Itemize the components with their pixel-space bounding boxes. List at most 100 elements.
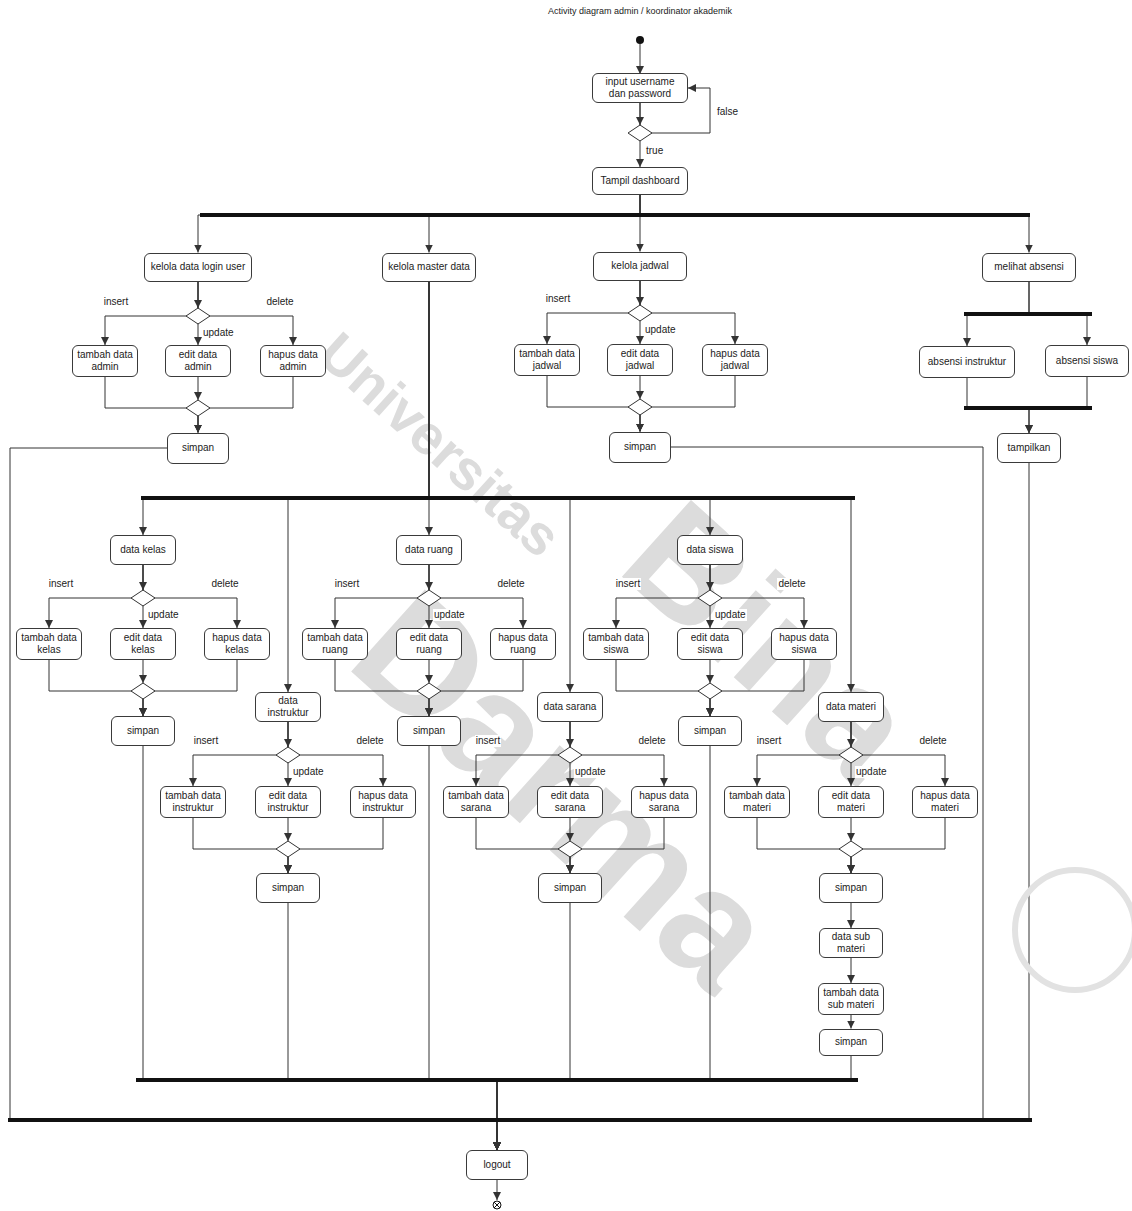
action-label: tambah data ruang xyxy=(306,632,364,656)
fork-bar xyxy=(200,213,1030,217)
merge-diamond xyxy=(628,399,652,415)
flow-connector xyxy=(497,903,570,1150)
action-box: hapus data admin xyxy=(260,345,326,377)
action-box: edit data materi xyxy=(818,786,884,818)
action-box: simpan xyxy=(609,432,671,463)
flow-connector xyxy=(1029,377,1087,433)
decision-diamond xyxy=(131,590,155,606)
action-box: hapus data materi xyxy=(912,786,978,818)
flow-connector xyxy=(851,903,852,928)
action-box: absensi siswa xyxy=(1045,345,1129,377)
action-box: data materi xyxy=(818,692,884,722)
start-dot xyxy=(636,36,644,44)
action-label: edit data ruang xyxy=(400,632,458,656)
action-box: simpan xyxy=(819,1029,883,1056)
action-box: simpan xyxy=(819,873,883,903)
action-label: hapus data materi xyxy=(916,790,974,814)
action-box: hapus data siswa xyxy=(771,628,837,660)
action-box: edit data instruktur xyxy=(255,786,321,818)
guard-label: delete xyxy=(265,296,294,308)
merge-diamond xyxy=(558,841,582,857)
action-box: data instruktur xyxy=(255,692,321,722)
action-label: data kelas xyxy=(120,544,166,556)
action-box: tambah data materi xyxy=(724,786,790,818)
join-bar xyxy=(136,1078,858,1082)
fork-bar xyxy=(141,496,855,500)
action-label: absensi siswa xyxy=(1056,355,1118,367)
action-box: edit data admin xyxy=(165,345,231,377)
action-label: kelola data login user xyxy=(151,261,246,273)
start-line xyxy=(640,44,641,74)
join-bar xyxy=(8,1118,1032,1122)
arrowhead xyxy=(847,739,855,747)
action-label: absensi instruktur xyxy=(928,356,1006,368)
arrowhead xyxy=(284,833,292,841)
action-label: simpan xyxy=(127,725,159,737)
guard-label: delete xyxy=(355,735,384,747)
action-box: kelola jadwal xyxy=(593,252,687,281)
action-label: data materi xyxy=(826,701,876,713)
action-box: tampilkan xyxy=(997,433,1061,463)
arrowhead xyxy=(139,582,147,590)
fork-bar xyxy=(964,312,1092,316)
action-box: hapus data instruktur xyxy=(350,786,416,818)
action-box: simpan xyxy=(111,716,175,746)
guard-label: update xyxy=(433,609,466,621)
merge-diamond xyxy=(276,841,300,857)
merge-diamond xyxy=(417,683,441,699)
action-label: edit data sarana xyxy=(541,790,599,814)
join-bar xyxy=(964,406,1092,410)
flow-connector xyxy=(335,565,429,628)
action-box: hapus data ruang xyxy=(490,628,556,660)
action-box: logout xyxy=(466,1150,528,1180)
end-symbol xyxy=(494,1202,500,1208)
action-label: edit data materi xyxy=(822,790,880,814)
action-box: data siswa xyxy=(677,535,743,565)
action-label: tambah data materi xyxy=(728,790,786,814)
arrowhead xyxy=(706,582,714,590)
flow-connector xyxy=(143,660,237,716)
action-label: input username dan password xyxy=(596,76,684,100)
action-box: Tampil dashboard xyxy=(592,167,688,195)
flow-connector xyxy=(547,281,640,345)
action-box: tambah data ruang xyxy=(302,628,368,660)
action-label: simpan xyxy=(624,441,656,453)
action-box: edit data kelas xyxy=(110,628,176,660)
flow-connector xyxy=(497,1056,851,1151)
flow-connector xyxy=(193,722,288,786)
flow-connector xyxy=(851,1015,852,1029)
arrowhead xyxy=(847,833,855,841)
arrowhead xyxy=(636,297,644,305)
merge-diamond xyxy=(839,841,863,857)
flow-connector xyxy=(105,282,198,346)
action-label: hapus data ruang xyxy=(494,632,552,656)
action-label: data sub materi xyxy=(823,931,879,955)
action-label: data instruktur xyxy=(259,695,317,719)
flow-connector xyxy=(570,722,664,786)
end-symbol xyxy=(493,1201,501,1209)
flow-connector xyxy=(429,195,640,253)
action-label: simpan xyxy=(694,725,726,737)
decision-diamond xyxy=(839,747,863,763)
decision-diamond xyxy=(417,590,441,606)
action-box: tambah data jadwal xyxy=(514,344,580,376)
guard-label: insert xyxy=(756,735,782,747)
guard-label: delete xyxy=(496,578,525,590)
action-box: absensi instruktur xyxy=(919,346,1015,378)
action-label: tambah data sub materi xyxy=(822,987,880,1011)
guard-label: true xyxy=(645,145,664,157)
action-box: melihat absensi xyxy=(982,253,1076,282)
flow-connector xyxy=(143,565,237,628)
guard-label: insert xyxy=(545,293,571,305)
action-box: edit data sarana xyxy=(537,786,603,818)
action-label: melihat absensi xyxy=(994,261,1063,273)
action-box: data sarana xyxy=(537,692,603,722)
decision-diamond xyxy=(558,747,582,763)
action-box: simpan xyxy=(678,716,742,746)
guard-label: insert xyxy=(334,578,360,590)
guard-label: update xyxy=(644,324,677,336)
arrowhead xyxy=(194,300,202,308)
merge-diamond xyxy=(698,683,722,699)
action-label: data ruang xyxy=(405,544,453,556)
